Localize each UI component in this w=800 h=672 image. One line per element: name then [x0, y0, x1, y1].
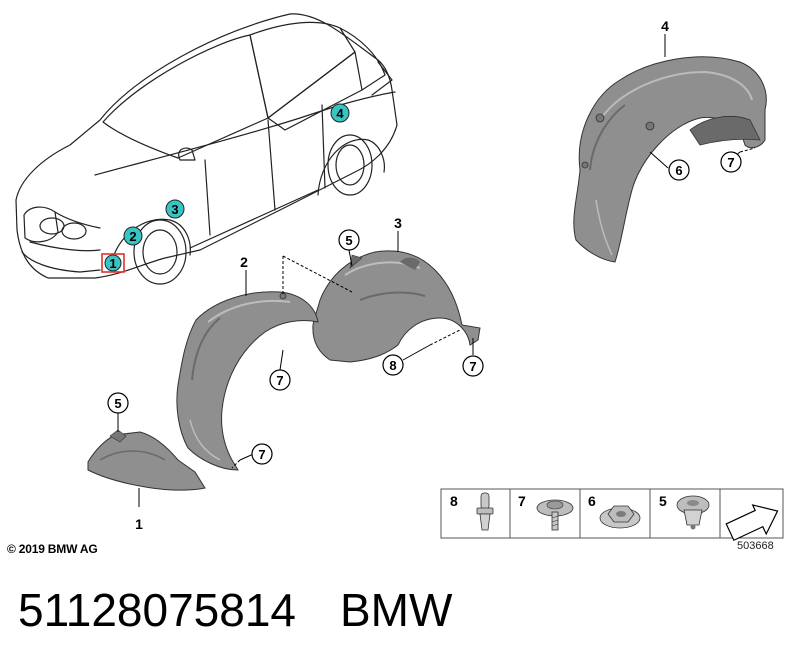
callout-circle-6[interactable]: 6 — [668, 159, 690, 181]
car-callout-3-label: 3 — [171, 202, 178, 217]
part-4-rear-wheel-arch-liner[interactable] — [573, 56, 767, 263]
car-outline — [15, 13, 398, 285]
nut-icon — [599, 505, 641, 529]
footer-title: 51128075814 BMW — [18, 582, 452, 638]
part-callouts: 4 3 2 1 6 7 5 7 8 7 5 — [107, 18, 742, 532]
car-callouts: 1 2 3 4 — [101, 103, 350, 273]
car-callout-2-label: 2 — [129, 229, 136, 244]
car-callout-1-label: 1 — [109, 256, 116, 271]
callout-circle-5-a[interactable]: 5 — [338, 229, 360, 251]
legend-item-5-label: 5 — [659, 493, 667, 509]
legend-item-7[interactable]: 7 — [518, 493, 574, 531]
callout-part-2[interactable]: 2 — [240, 254, 248, 270]
callout-circle-7-a-label: 7 — [727, 155, 734, 170]
fastener-legend: 8 7 6 — [440, 488, 784, 542]
car-callout-4-label: 4 — [336, 106, 344, 121]
callout-circle-7-d[interactable]: 7 — [251, 443, 273, 465]
legend-item-6[interactable]: 6 — [588, 493, 641, 529]
copyright-notice: © 2019 BMW AG — [7, 542, 98, 556]
callout-circle-5-b-label: 5 — [114, 396, 121, 411]
callout-part-3[interactable]: 3 — [394, 215, 402, 231]
diagram-number: 503668 — [737, 540, 774, 552]
callout-circle-7-a[interactable]: 7 — [720, 151, 742, 173]
legend-item-7-label: 7 — [518, 493, 526, 509]
brand-label: BMW — [340, 584, 453, 636]
callout-circle-7-d-label: 7 — [258, 447, 265, 462]
callout-circle-7-b[interactable]: 7 — [269, 369, 291, 391]
car-callout-3[interactable]: 3 — [165, 199, 185, 219]
clip-nut-icon — [676, 495, 710, 530]
callout-part-4[interactable]: 4 — [661, 18, 669, 34]
push-rivet-icon — [476, 492, 494, 531]
legend-item-5[interactable]: 5 — [659, 493, 710, 530]
callout-circle-8-label: 8 — [389, 358, 396, 373]
leader-lines — [117, 34, 756, 507]
car-callout-2[interactable]: 2 — [123, 226, 143, 246]
legend-item-8[interactable]: 8 — [450, 492, 494, 531]
callout-circle-8[interactable]: 8 — [382, 354, 404, 376]
part-3-front-wheel-arch-liner-rear[interactable] — [312, 250, 481, 363]
direction-arrow-icon — [725, 504, 779, 542]
part-2-front-wheel-arch-liner[interactable] — [176, 291, 319, 471]
callout-circle-7-b-label: 7 — [276, 373, 283, 388]
part-number-label: 51128075814 — [18, 584, 296, 636]
car-callout-1[interactable]: 1 — [101, 253, 125, 273]
callout-circle-7-c-label: 7 — [469, 359, 476, 374]
callout-circle-5-a-label: 5 — [345, 233, 352, 248]
callout-circle-6-label: 6 — [675, 163, 682, 178]
legend-item-8-label: 8 — [450, 493, 458, 509]
callout-circle-5-b[interactable]: 5 — [107, 392, 129, 414]
screw-icon — [536, 499, 574, 531]
part-1-lower-panel[interactable] — [87, 429, 206, 491]
callout-circle-7-c[interactable]: 7 — [462, 355, 484, 377]
legend-item-6-label: 6 — [588, 493, 596, 509]
car-callout-4[interactable]: 4 — [330, 103, 350, 123]
callout-part-1[interactable]: 1 — [135, 516, 143, 532]
